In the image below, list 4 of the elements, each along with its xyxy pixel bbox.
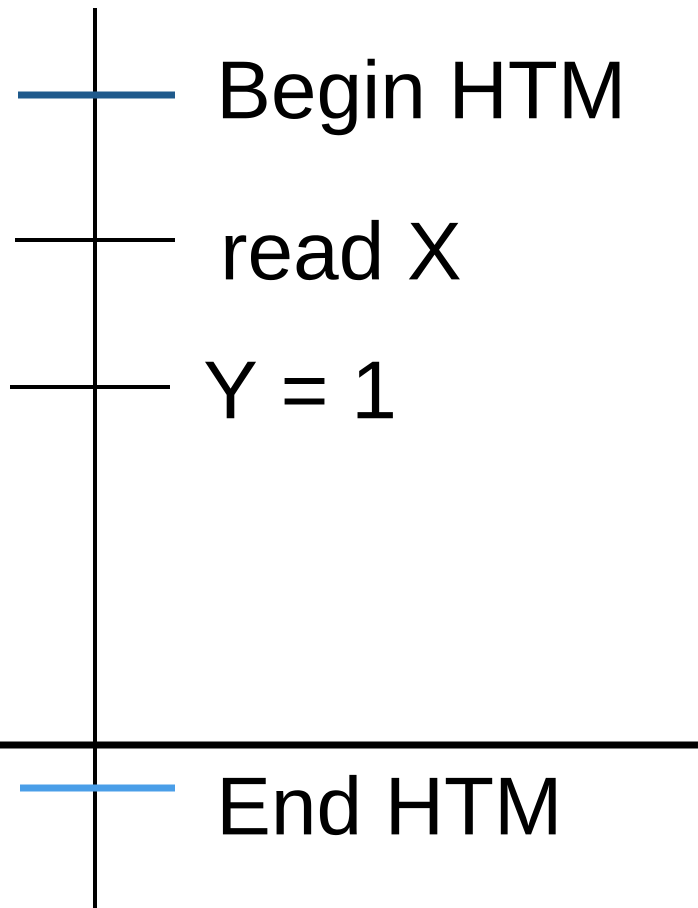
step-label: End HTM	[222, 774, 556, 836]
step-label: Y = 1	[205, 362, 393, 418]
step-label: Begin HTM	[222, 58, 620, 136]
step-label: read X	[226, 220, 460, 280]
